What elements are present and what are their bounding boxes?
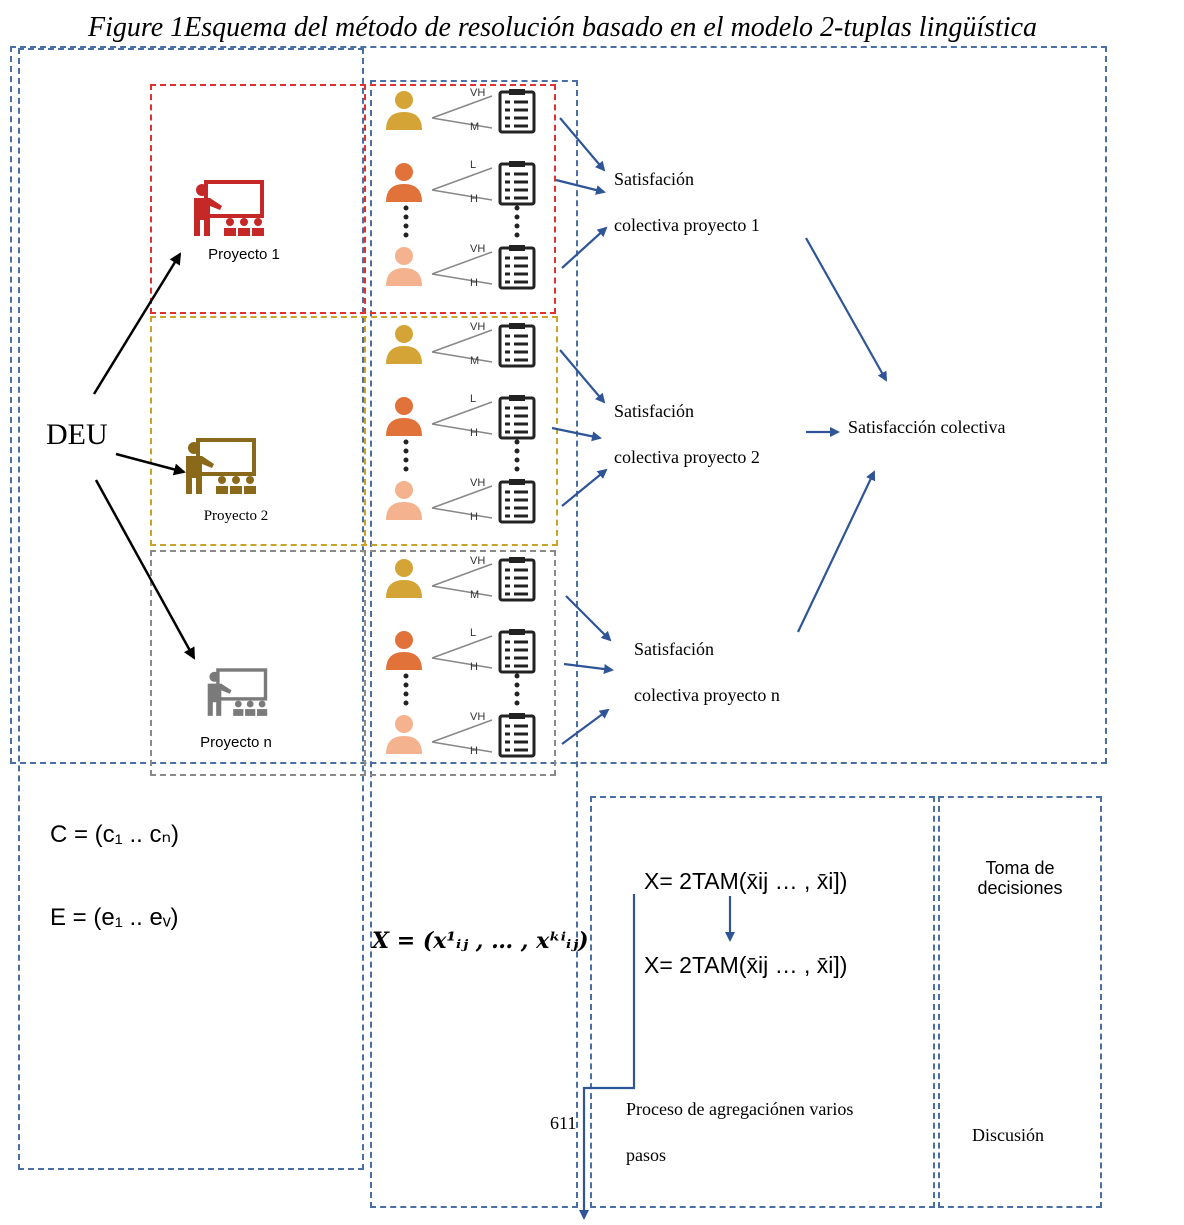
aggregation-formula-2: X= 2TAM(x̄ij … , x̄i]) xyxy=(644,952,848,978)
outer-top-frame xyxy=(10,46,1107,764)
middle-column-frame xyxy=(370,80,578,1208)
page-number: 611 xyxy=(550,1113,577,1133)
satisfaction-1-line2: colectiva proyecto 1 xyxy=(614,215,760,235)
collective-satisfaction: Satisfacción colectiva xyxy=(848,417,1006,437)
decision-label-line1: Toma de xyxy=(985,858,1055,878)
process-label-line2: pasos xyxy=(626,1145,666,1165)
satisfaction-n-line2: colectiva proyecto n xyxy=(634,685,780,705)
deu-label: DEU xyxy=(46,418,108,451)
assessment-matrix-formula: X = (x¹ᵢⱼ , … , xᵏⁱᵢⱼ) xyxy=(372,928,589,954)
project-1-split xyxy=(364,84,366,314)
satisfaction-n-line1: Satisfación xyxy=(634,639,714,659)
project-2-split xyxy=(364,316,366,546)
process-label-line1: Proceso de agregaciónen varios xyxy=(626,1099,854,1119)
satisfaction-1-line1: Satisfación xyxy=(614,169,694,189)
project-1-frame xyxy=(150,84,556,314)
satisfaction-2-line1: Satisfación xyxy=(614,401,694,421)
discussion-label: Discusión xyxy=(972,1125,1044,1145)
criteria-formula: C = (c₁ .. cₙ) xyxy=(50,821,179,848)
aggregation-formula-1: X= 2TAM(x̄ij … , x̄i]) xyxy=(644,868,848,894)
project-2-label: Proyecto 2 xyxy=(203,508,269,524)
left-column-frame xyxy=(18,48,364,1170)
decision-label-line2: decisiones xyxy=(977,878,1063,898)
project-n-split xyxy=(364,550,366,776)
decision-frame xyxy=(938,796,1102,1208)
project-n-label: Proyecto n xyxy=(200,734,272,751)
project-1-label: Proyecto 1 xyxy=(208,246,280,263)
experts-formula: E = (e₁ .. eᵥ) xyxy=(50,904,179,931)
figure-title: Figure 1Esquema del método de resolución… xyxy=(88,12,1038,43)
project-n-frame xyxy=(150,550,556,776)
satisfaction-2-line2: colectiva proyecto 2 xyxy=(614,447,760,467)
